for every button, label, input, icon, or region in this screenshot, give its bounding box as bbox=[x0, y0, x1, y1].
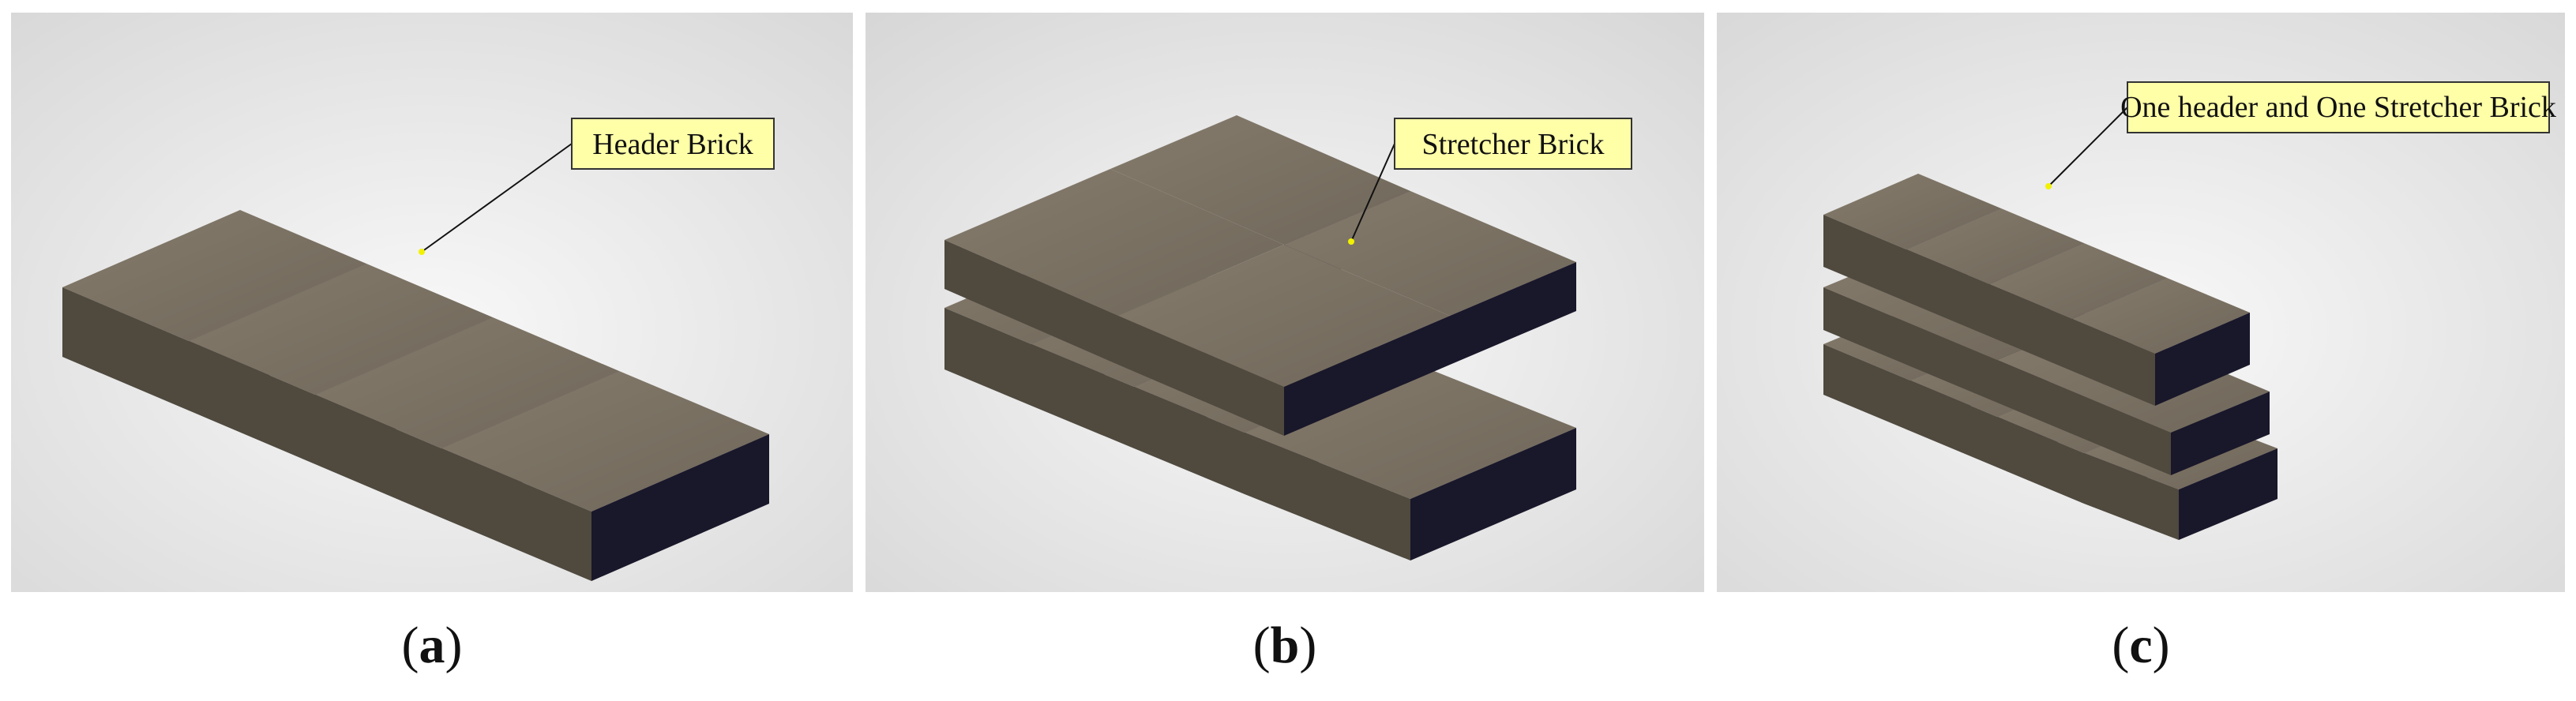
panel-c-header-and-stretcher: One header and One Stretcher Brick bbox=[1717, 13, 2565, 592]
callout-leader bbox=[1348, 143, 1395, 245]
header-brick bbox=[441, 371, 769, 581]
callout-leader bbox=[2045, 107, 2128, 189]
caption-paren-open: ( bbox=[2112, 617, 2130, 674]
panel-a-illustration: Header Brick bbox=[11, 13, 853, 592]
caption-a: (a) bbox=[353, 616, 511, 676]
caption-paren-close: ) bbox=[445, 617, 463, 674]
panel-b-stretcher-brick: Stretcher Brick bbox=[866, 13, 1704, 592]
header-brick bbox=[2072, 278, 2250, 406]
caption-letter: b bbox=[1270, 617, 1300, 674]
callout-text: Header Brick bbox=[592, 128, 753, 161]
panel-a-header-brick: Header Brick bbox=[11, 13, 853, 592]
brick bbox=[1245, 362, 1576, 560]
top-course bbox=[1823, 174, 2250, 406]
caption-b: (b) bbox=[1206, 616, 1364, 676]
panel-b-illustration: Stretcher Brick bbox=[866, 13, 1704, 592]
callout-label: One header and One Stretcher Brick bbox=[2120, 81, 2556, 133]
stretcher-brick bbox=[944, 169, 1284, 365]
callout-label: Header Brick bbox=[571, 118, 775, 170]
caption-letter: c bbox=[2129, 617, 2153, 674]
callout-label: Stretcher Brick bbox=[1394, 118, 1632, 170]
caption-paren-close: ) bbox=[2152, 617, 2170, 674]
callout-text: One header and One Stretcher Brick bbox=[2120, 91, 2556, 124]
caption-letter: a bbox=[419, 617, 445, 674]
caption-paren-open: ( bbox=[401, 617, 419, 674]
callout-text: Stretcher Brick bbox=[1421, 128, 1604, 161]
stretcher-brick bbox=[1284, 191, 1576, 365]
caption-paren-close: ) bbox=[1299, 617, 1317, 674]
upper-course bbox=[944, 115, 1576, 436]
panel-c-illustration: One header and One Stretcher Brick bbox=[1717, 13, 2565, 592]
brick-row bbox=[62, 210, 769, 581]
caption-paren-open: ( bbox=[1252, 617, 1271, 674]
callout-leader bbox=[419, 143, 573, 255]
caption-c: (c) bbox=[2062, 616, 2220, 676]
